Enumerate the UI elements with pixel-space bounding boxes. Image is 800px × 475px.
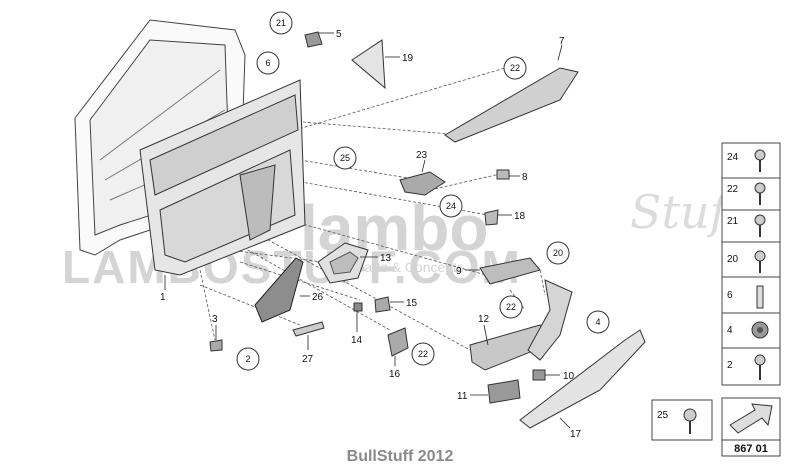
speaker-grille (254, 257, 304, 323)
callout-22-mid: 22 (499, 295, 523, 319)
label-leaders (164, 32, 571, 429)
part-labels: 5 19 7 23 8 18 13 9 15 26 14 16 27 3 12 … (160, 29, 582, 440)
callout-2: 2 (236, 347, 260, 371)
svg-text:6: 6 (265, 58, 270, 68)
part-16 (387, 327, 409, 357)
callout-21: 21 (269, 11, 293, 35)
svg-text:20: 20 (553, 248, 563, 258)
svg-text:24: 24 (727, 152, 739, 163)
part-11 (487, 379, 521, 404)
svg-text:6: 6 (727, 290, 733, 301)
label-part-23: 23 (416, 150, 428, 161)
legend-row-2: 2 (727, 354, 766, 380)
legend-row-21: 21 (727, 214, 766, 237)
label-part-8: 8 (522, 172, 528, 183)
callout-22-top: 22 (503, 56, 527, 80)
watermark-tagline: Parts & Concepts (355, 259, 464, 275)
part-3 (209, 339, 223, 352)
svg-text:25: 25 (340, 153, 350, 163)
svg-text:4: 4 (595, 317, 600, 327)
svg-text:21: 21 (276, 18, 286, 28)
label-part-9: 9 (456, 266, 462, 277)
upper-trim-strip (444, 67, 579, 143)
label-part-27: 27 (302, 354, 314, 365)
legend-extra-25: 25 (657, 410, 669, 421)
legend-row-6: 6 (727, 285, 764, 309)
svg-text:24: 24 (446, 201, 456, 211)
svg-text:22: 22 (418, 349, 428, 359)
label-part-26: 26 (312, 292, 324, 303)
svg-text:20: 20 (727, 254, 739, 265)
callouts: 21 6 22 25 24 20 22 4 22 2 (236, 11, 610, 371)
label-part-19: 19 (402, 53, 414, 64)
label-part-10: 10 (563, 371, 575, 382)
clip-part (304, 31, 323, 48)
callout-4: 4 (586, 310, 610, 334)
legend-row-20: 20 (727, 250, 766, 273)
inner-handle (399, 171, 446, 196)
switch-panel (479, 257, 541, 285)
label-part-12: 12 (478, 314, 490, 325)
callout-25: 25 (333, 146, 357, 170)
trim-strip-27 (292, 321, 325, 337)
svg-text:2: 2 (727, 360, 733, 371)
callout-20: 20 (546, 241, 570, 265)
svg-text:21: 21 (727, 216, 739, 227)
svg-text:22: 22 (727, 184, 739, 195)
part-10 (532, 369, 546, 381)
label-part-13: 13 (380, 253, 392, 264)
label-part-16: 16 (389, 369, 401, 380)
legend-row-24: 24 (727, 149, 766, 172)
arrow-icon (729, 403, 773, 434)
callout-6: 6 (256, 51, 280, 75)
armrest-control (469, 324, 549, 371)
label-part-5: 5 (336, 29, 342, 40)
part-15 (374, 296, 391, 313)
svg-text:4: 4 (727, 325, 733, 336)
footer-caption: BullStuff 2012 (346, 448, 454, 465)
label-part-7: 7 (559, 36, 565, 47)
label-part-18: 18 (514, 211, 526, 222)
diagram-code: 867 01 (734, 443, 768, 455)
label-part-14: 14 (351, 335, 363, 346)
door-trim-panel (139, 79, 306, 276)
label-part-3: 3 (212, 314, 218, 325)
part-small-8 (496, 169, 510, 180)
label-part-11: 11 (457, 391, 468, 402)
label-part-17: 17 (570, 429, 582, 440)
fastener-legend: 24 22 21 20 6 4 2 25 867 01 (651, 142, 781, 457)
svg-text:2: 2 (245, 354, 250, 364)
part-14 (353, 302, 363, 312)
lower-trim-17 (519, 329, 646, 429)
bracket (527, 279, 573, 361)
legend-row-4: 4 (727, 321, 769, 339)
part-small-18 (484, 209, 499, 226)
callout-24: 24 (439, 194, 463, 218)
label-part-15: 15 (406, 298, 418, 309)
svg-text:22: 22 (506, 302, 516, 312)
label-part-1: 1 (160, 292, 166, 303)
svg-text:22: 22 (510, 63, 520, 73)
trim-triangle (351, 39, 386, 90)
legend-row-22: 22 (727, 182, 766, 205)
callout-22-low: 22 (411, 342, 435, 366)
